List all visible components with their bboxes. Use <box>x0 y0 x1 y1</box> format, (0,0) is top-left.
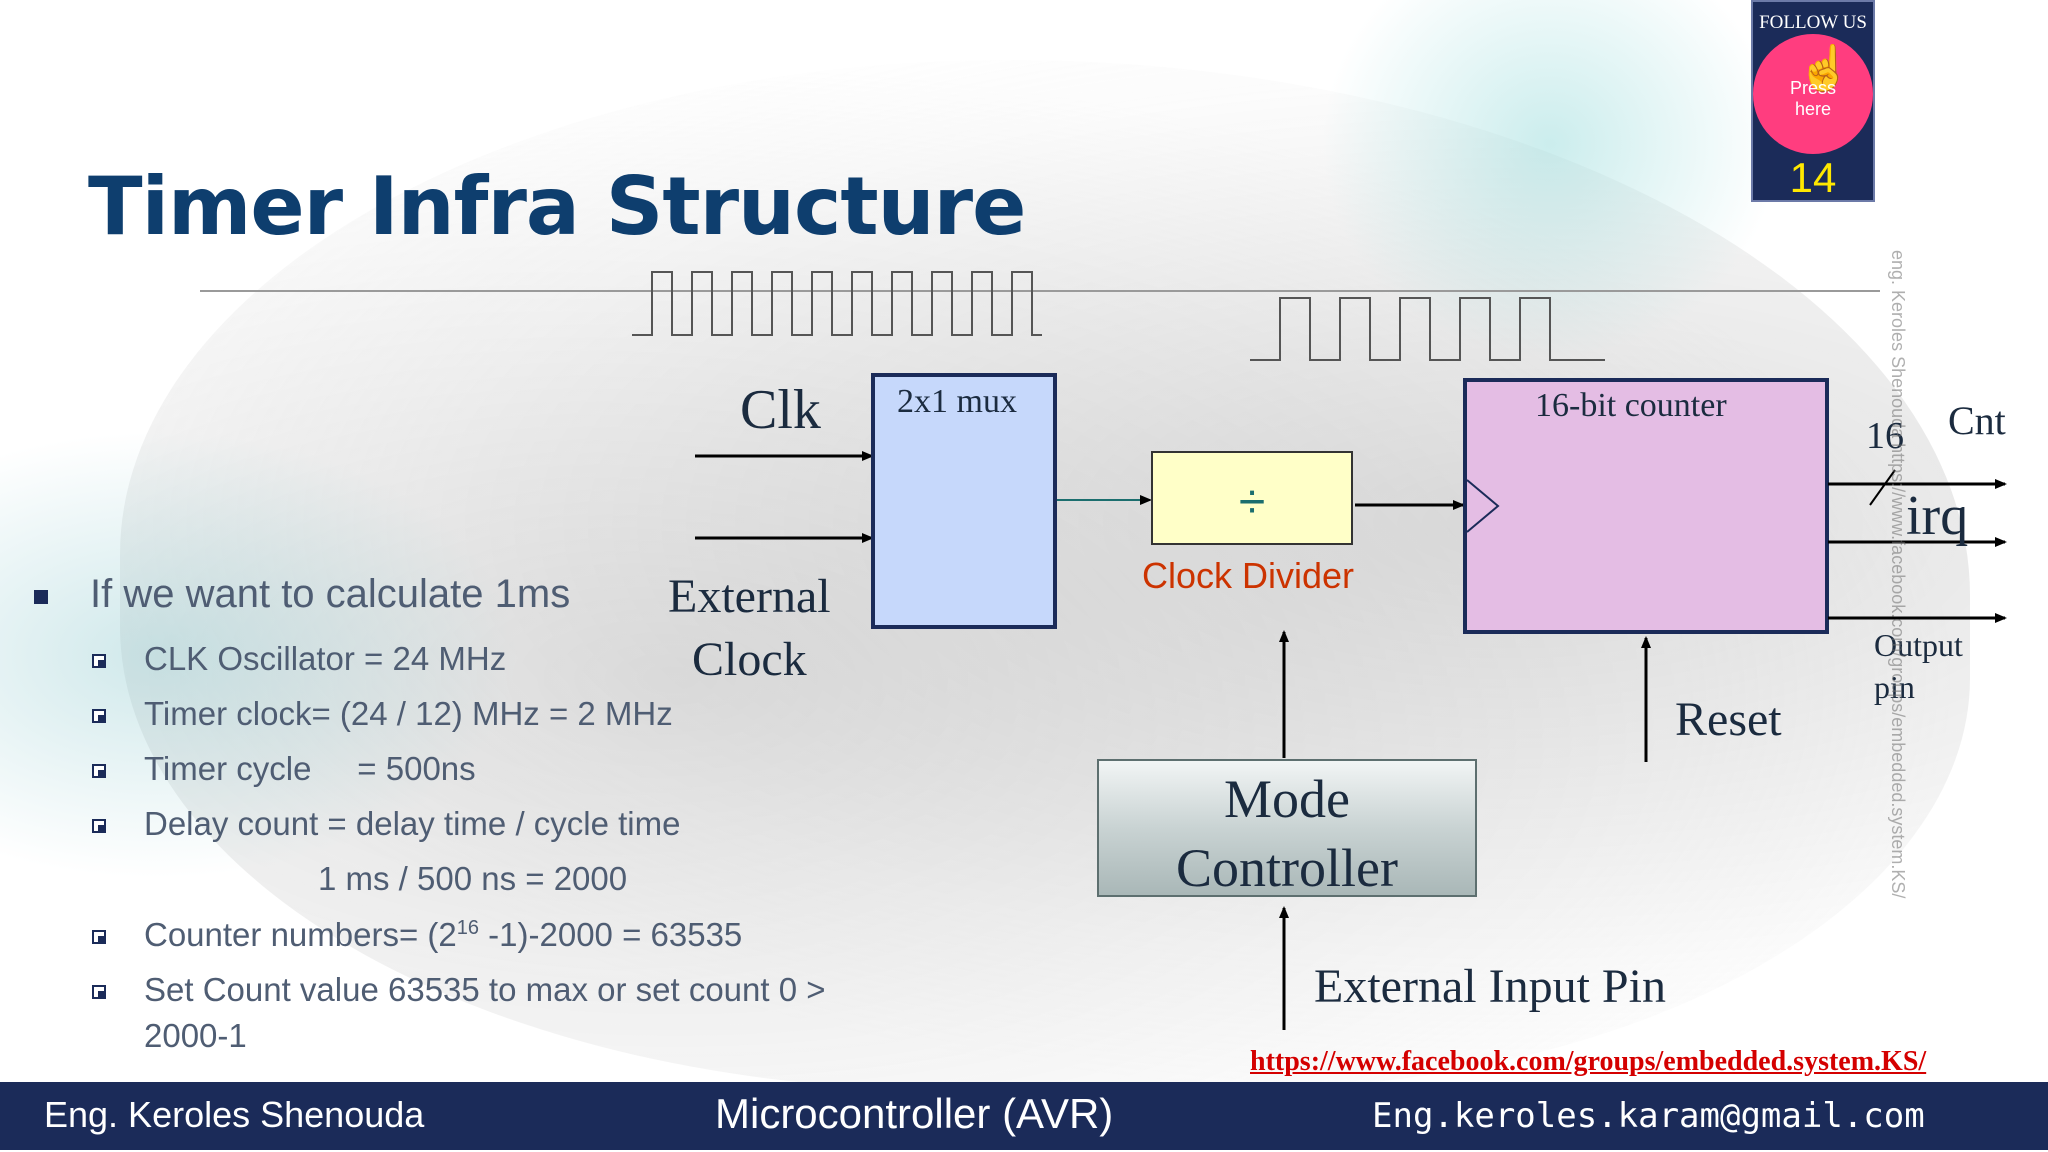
checkbox-bullet-icon <box>92 819 106 833</box>
mux-block <box>871 373 1057 629</box>
checkbox-bullet-icon <box>92 654 106 668</box>
main-bullet-text: If we want to calculate 1ms <box>90 572 571 616</box>
mode-label-1: Mode <box>1224 769 1350 829</box>
checkbox-bullet-icon <box>92 709 106 723</box>
irq-label: irq <box>1906 485 1968 547</box>
follow-us-label: FOLLOW US <box>1759 12 1867 33</box>
slide-title: Timer Infra Structure <box>88 160 1026 253</box>
bus-width-label: 16 <box>1866 415 1904 457</box>
clock-divider-label: Clock Divider <box>1142 555 1354 596</box>
output-pin-label-1: Output <box>1874 627 1963 663</box>
footer-bar: Eng. Keroles Shenouda Microcontroller (A… <box>0 1082 2048 1150</box>
footer-course: Microcontroller (AVR) <box>715 1090 1114 1137</box>
mode-controller-block <box>1097 759 1477 897</box>
divide-symbol: ÷ <box>1239 476 1265 529</box>
background-teal-glow <box>0 430 520 880</box>
external-clock-label-2: Clock <box>692 633 807 686</box>
external-clock-label-1: External <box>668 570 831 623</box>
slide-number: 14 <box>1789 154 1837 201</box>
bus-width-slash <box>1869 469 1896 506</box>
reset-label: Reset <box>1675 693 1782 746</box>
clock-divider-block <box>1151 451 1353 545</box>
set-count-continuation: 2000-1 <box>144 1017 247 1054</box>
facebook-group-link[interactable]: https://www.facebook.com/groups/embedded… <box>1250 1046 1927 1077</box>
footer-author: Eng. Keroles Shenouda <box>44 1094 425 1135</box>
title-divider <box>200 290 1880 292</box>
delay-calculation: 1 ms / 500 ns = 2000 <box>318 860 628 897</box>
divided-clock-waveform <box>1250 297 1605 361</box>
clock-input-triangle <box>1466 479 1500 533</box>
checkbox-bullet-icon <box>92 764 106 778</box>
fast-clock-waveform <box>632 271 1042 336</box>
footer-email: Eng.keroles.karam@gmail.com <box>1372 1096 1925 1136</box>
checkbox-bullet-icon <box>92 985 106 999</box>
cnt-label: Cnt <box>1948 398 2006 443</box>
counter-label: 16-bit counter <box>1535 387 1727 424</box>
output-pin-label-2: pin <box>1874 669 1915 705</box>
external-input-label: External Input Pin <box>1314 960 1666 1013</box>
pointing-hand-icon: ☝ <box>1797 44 1852 93</box>
mux-label: 2x1 mux <box>897 383 1017 420</box>
mode-label-2: Controller <box>1176 838 1398 898</box>
vertical-watermark-text: eng. Keroles Shenouda https://www.facebo… <box>1888 250 1908 899</box>
checkbox-bullet-icon <box>92 930 106 944</box>
counter-block <box>1463 378 1829 634</box>
clk-label: Clk <box>740 379 821 441</box>
bullet-square-icon <box>34 590 48 604</box>
